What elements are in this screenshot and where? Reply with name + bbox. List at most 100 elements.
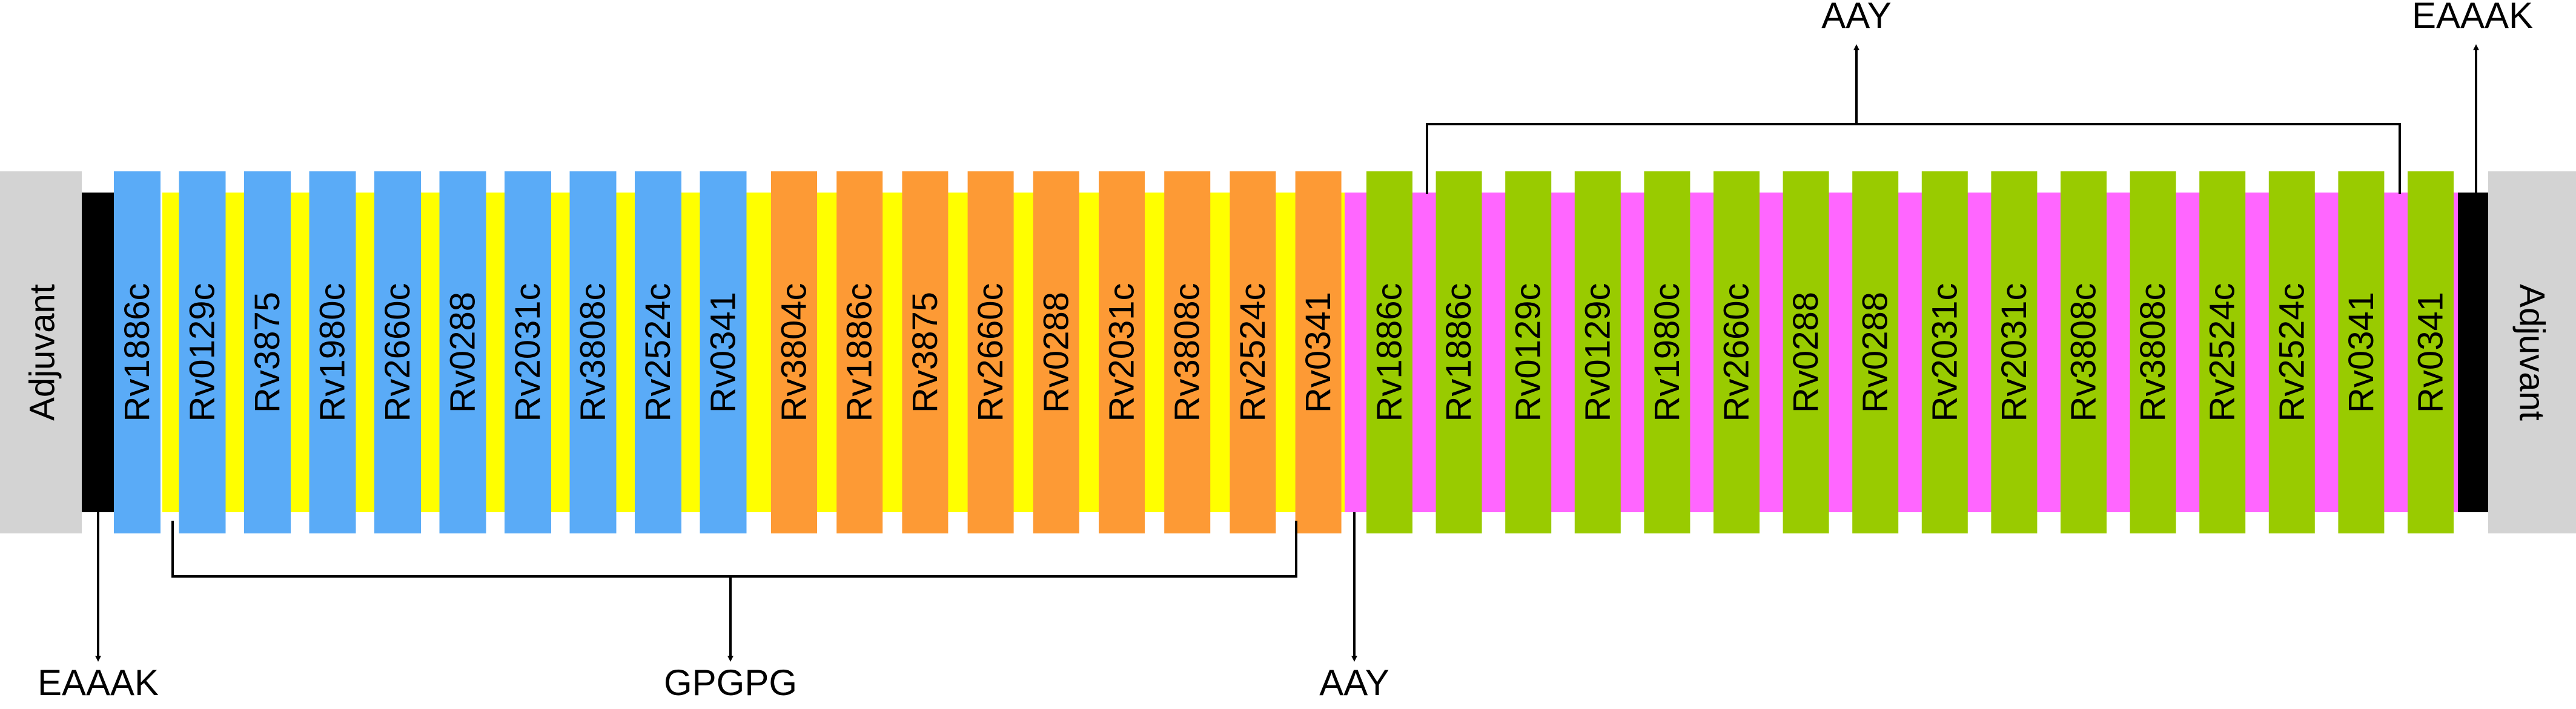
htl-epitope-rect	[1033, 171, 1079, 533]
bcell-epitope-block: Rv0288	[1783, 171, 1829, 533]
htl-epitope-block: Rv2524c	[1230, 171, 1276, 533]
aay-top-bracket	[1426, 123, 2401, 194]
bcell-epitope-rect	[1435, 171, 1482, 533]
bcell-epitope-label: Rv1886c	[1439, 283, 1478, 422]
bcell-epitope-rect	[1505, 171, 1552, 533]
htl-epitope-label: Rv2660c	[971, 283, 1010, 422]
aay-top-label: AAY	[1821, 0, 1892, 36]
htl-epitope-rect	[1099, 171, 1145, 533]
htl-epitope-label: Rv3875	[906, 292, 945, 413]
bcell-epitopes: Rv1886c Rv1886c Rv0129c Rv0129c Rv1980c Rv266…	[1366, 171, 2454, 533]
bcell-epitope-label: Rv0341	[2342, 292, 2381, 413]
ctl-epitope-label: Rv1886c	[118, 283, 157, 422]
htl-epitope-block: Rv2031c	[1099, 171, 1145, 533]
connectors	[95, 44, 2479, 662]
ctl-epitope-block: Rv3808c	[569, 171, 617, 533]
bcell-epitope-block: Rv1886c	[1366, 171, 1412, 533]
adjuvant-left: Adjuvant	[0, 171, 82, 533]
bcell-epitope-rect	[1574, 171, 1621, 533]
ctl-epitope-rect	[505, 171, 551, 533]
bcell-epitope-rect	[2338, 171, 2385, 533]
htl-epitope-block: Rv0341	[1295, 171, 1342, 533]
htl-epitope-block: Rv3804c	[771, 171, 817, 533]
ctl-epitope-label: Rv2660c	[378, 283, 417, 422]
bcell-epitope-label: Rv1980c	[1647, 283, 1687, 422]
bcell-epitope-label: Rv3808c	[2133, 283, 2173, 422]
bcell-epitope-block: Rv1980c	[1644, 171, 1690, 533]
bcell-epitope-block: Rv1886c	[1435, 171, 1482, 533]
ctl-epitope-rect	[635, 171, 681, 533]
bcell-epitope-label: Rv2031c	[1925, 283, 1964, 422]
ctl-epitope-rect	[244, 171, 291, 533]
bcell-epitope-label: Rv2031c	[1995, 283, 2034, 422]
bcell-epitope-block: Rv2660c	[1713, 171, 1760, 533]
ctl-epitope-label: Rv1980c	[313, 283, 353, 422]
htl-epitope-rect	[836, 171, 883, 533]
htl-epitope-block: Rv3808c	[1164, 171, 1211, 533]
ctl-epitope-rect	[374, 171, 421, 533]
bcell-epitope-block: Rv0129c	[1505, 171, 1552, 533]
bcell-epitope-rect	[1783, 171, 1829, 533]
htl-epitope-rect	[1230, 171, 1276, 533]
bcell-epitope-label: Rv0288	[1786, 292, 1826, 413]
ctl-epitope-rect	[309, 171, 356, 533]
aay-bottom-label: AAY	[1319, 662, 1389, 703]
htl-epitope-block: Rv2660c	[967, 171, 1014, 533]
adjuvant-right-label: Adjuvant	[2512, 284, 2552, 421]
htl-epitope-rect	[771, 171, 817, 533]
ctl-epitope-label: Rv3808c	[574, 283, 613, 422]
bcell-epitope-block: Rv3808c	[2061, 171, 2107, 533]
htl-epitope-label: Rv2524c	[1233, 283, 1273, 422]
bcell-epitope-rect	[1713, 171, 1760, 533]
gpgpg-bottom-label: GPGPG	[664, 662, 797, 703]
ctl-epitope-rect	[114, 171, 161, 533]
bcell-epitope-block: Rv0341	[2338, 171, 2385, 533]
ctl-epitope-rect	[569, 171, 617, 533]
bcell-epitope-label: Rv2524c	[2272, 283, 2311, 422]
bcell-epitope-rect	[2408, 171, 2454, 533]
htl-epitope-block: Rv1886c	[836, 171, 883, 533]
bcell-epitope-label: Rv0288	[1856, 292, 1895, 413]
bcell-epitope-label: Rv2524c	[2203, 283, 2242, 422]
ctl-epitope-rect	[700, 171, 747, 533]
ctl-epitope-label: Rv0129c	[183, 283, 222, 422]
adjuvant-right: Adjuvant	[2488, 171, 2576, 533]
ctl-epitope-block: Rv0129c	[179, 171, 226, 533]
bcell-epitope-rect	[1921, 171, 1968, 533]
htl-epitope-label: Rv0288	[1036, 292, 1076, 413]
ctl-epitope-rect	[179, 171, 226, 533]
bcell-epitope-rect	[2061, 171, 2107, 533]
htl-epitope-label: Rv3804c	[775, 283, 814, 422]
gpgpg-linker-band	[162, 193, 1345, 512]
htl-epitope-block: Rv3875	[902, 171, 949, 533]
bcell-epitope-rect	[2268, 171, 2315, 533]
ctl-epitope-block: Rv1980c	[309, 171, 356, 533]
htl-epitopes: Rv3804c Rv1886c Rv3875 Rv2660c Rv0288 Rv2031c…	[771, 171, 1342, 533]
adjuvant-left-label: Adjuvant	[23, 284, 62, 421]
ctl-epitope-label: Rv3875	[248, 292, 287, 413]
bcell-epitope-label: Rv0341	[2411, 292, 2451, 413]
ctl-epitope-block: Rv0288	[439, 171, 486, 533]
bcell-epitope-label: Rv1886c	[1370, 283, 1409, 422]
ctl-epitope-label: Rv2031c	[508, 283, 548, 422]
ctl-epitope-label: Rv0341	[704, 292, 743, 413]
htl-epitope-label: Rv2031c	[1102, 283, 1142, 422]
bcell-epitope-block: Rv2524c	[2268, 171, 2315, 533]
bcell-epitope-block: Rv2524c	[2199, 171, 2246, 533]
ctl-epitope-block: Rv2660c	[374, 171, 421, 533]
bcell-epitope-block: Rv3808c	[2130, 171, 2176, 533]
bcell-epitope-label: Rv0129c	[1509, 283, 1548, 422]
htl-epitope-rect	[1295, 171, 1342, 533]
gpgpg-bracket	[171, 521, 1297, 578]
bcell-epitope-block: Rv0341	[2408, 171, 2454, 533]
bcell-epitope-block: Rv2031c	[1991, 171, 2038, 533]
bcell-epitope-rect	[1366, 171, 1412, 533]
eaaak-linker-right	[2458, 193, 2488, 512]
bcell-epitope-block: Rv0129c	[1574, 171, 1621, 533]
htl-epitope-label: Rv0341	[1299, 292, 1338, 413]
htl-epitope-label: Rv3808c	[1168, 283, 1207, 422]
ctl-epitope-block: Rv3875	[244, 171, 291, 533]
bcell-epitope-block: Rv2031c	[1921, 171, 1968, 533]
bcell-epitope-block: Rv0288	[1852, 171, 1899, 533]
